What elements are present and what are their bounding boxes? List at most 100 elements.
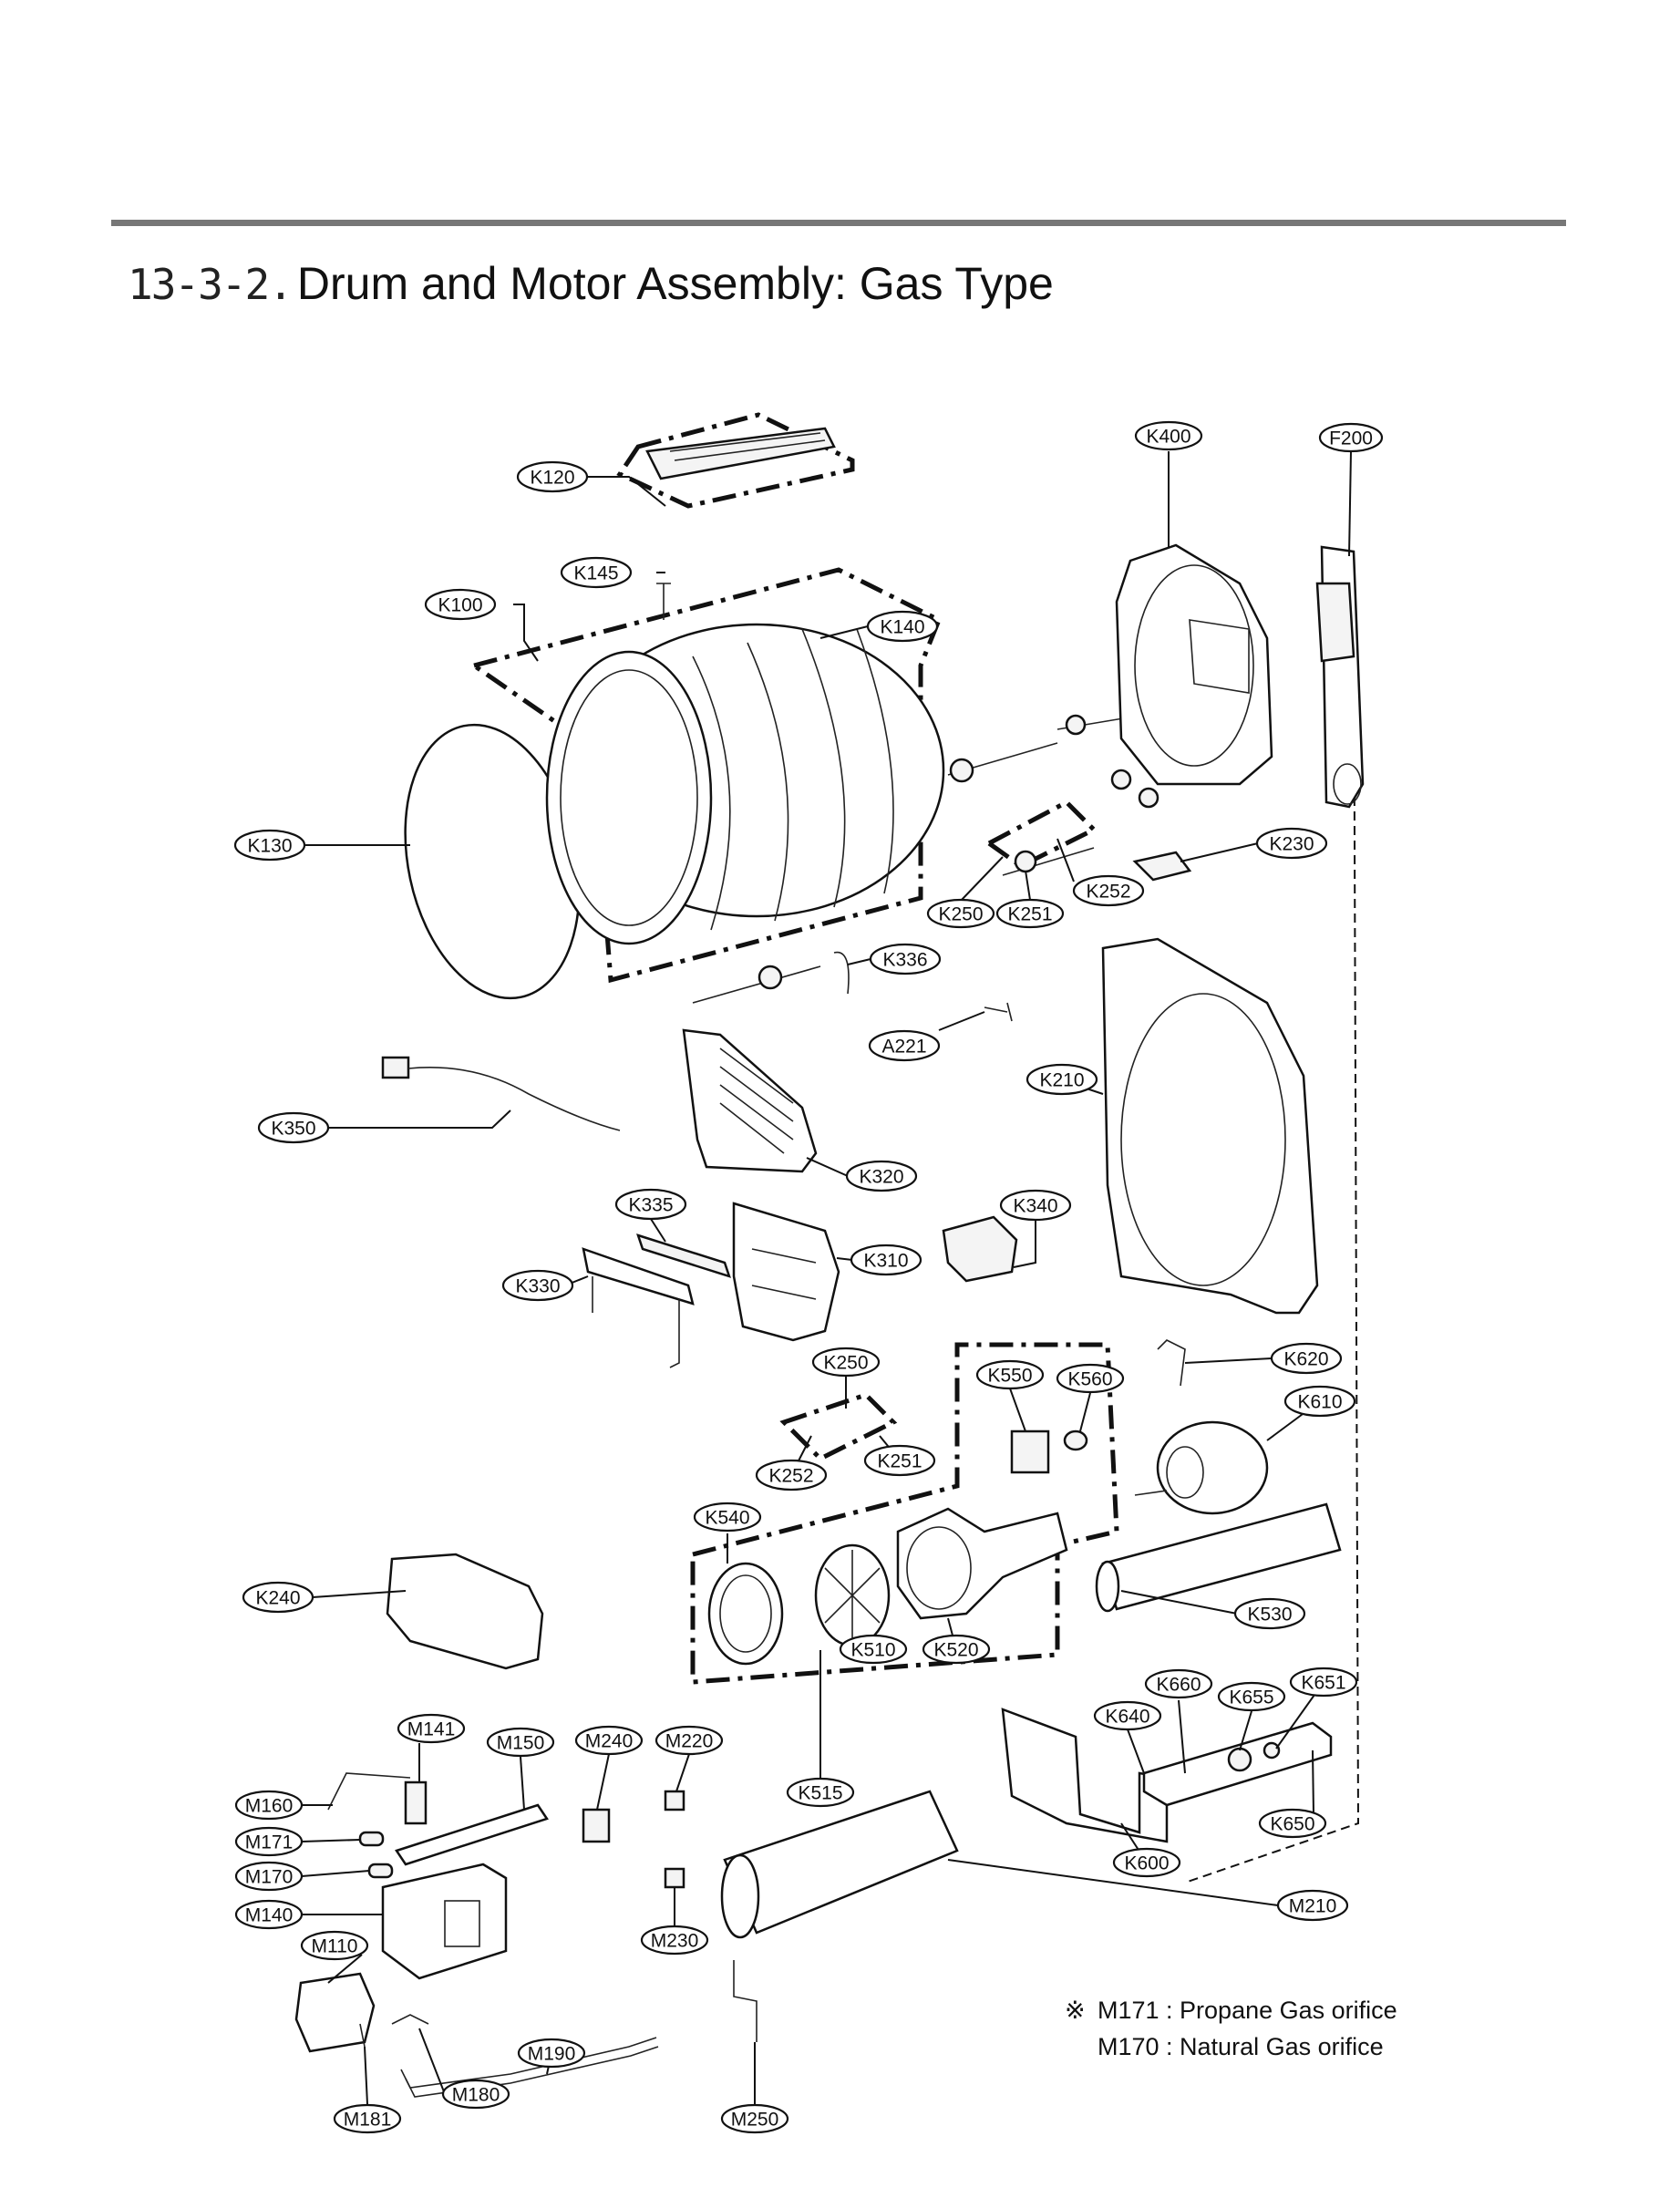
page-title: 13-3-2.Drum and Motor Assembly: Gas Type [128,257,1054,310]
note-symbol: ※ [1065,1997,1086,2024]
callout-k550: K550 [975,1359,1045,1390]
svg-text:M230: M230 [651,1931,699,1952]
harness-path [1184,592,1360,1884]
svg-text:K560: K560 [1067,1369,1112,1390]
callout-k560: K560 [1056,1363,1125,1394]
callout-k230: K230 [1255,827,1328,860]
svg-text:M150: M150 [497,1733,545,1754]
svg-text:M160: M160 [245,1796,294,1817]
svg-text:K330: K330 [515,1276,560,1297]
header-rule [111,220,1566,226]
k230-part [1132,851,1192,882]
svg-text:M141: M141 [407,1719,456,1740]
k120-part [645,427,836,480]
callout-m170: M170 [234,1861,304,1892]
svg-text:M220: M220 [665,1731,714,1752]
svg-text:K655: K655 [1229,1687,1273,1708]
svg-text:K540: K540 [705,1508,749,1529]
m180-part [391,2014,429,2025]
callout-m210: M210 [1276,1889,1349,1922]
k350-part [407,1067,621,1131]
callout-k252-upper: K252 [1072,874,1145,907]
callout-k310: K310 [850,1244,922,1276]
svg-text:M250: M250 [731,2110,779,2131]
svg-text:K530: K530 [1247,1605,1292,1626]
svg-text:M171: M171 [245,1832,294,1853]
callout-k210: K210 [1026,1063,1098,1096]
m150-part [395,1803,549,1866]
k651-part [1263,1741,1281,1760]
svg-text:K210: K210 [1039,1070,1084,1091]
callout-k251-upper: K251 [995,898,1065,929]
m210-part [723,1790,959,1935]
section-title: Drum and Motor Assembly: Gas Type [296,258,1054,309]
k335-part [636,1233,731,1278]
callout-k651: K651 [1289,1667,1358,1698]
callout-m150: M150 [486,1727,555,1758]
svg-text:K400: K400 [1146,427,1190,448]
svg-text:K250: K250 [938,904,983,925]
svg-text:M110: M110 [312,1936,358,1957]
svg-text:K336: K336 [882,950,927,971]
m141-part [404,1780,428,1825]
k120-group-outline [616,412,855,509]
svg-text:M180: M180 [452,2085,500,2106]
callout-k240: K240 [242,1581,314,1614]
svg-text:K240: K240 [255,1588,300,1609]
callout-k145: K145 [560,556,633,589]
m170-part [367,1863,394,1879]
callout-f200: F200 [1318,422,1384,453]
svg-text:K100: K100 [438,595,482,616]
svg-text:K520: K520 [933,1640,978,1661]
svg-text:M181: M181 [344,2110,392,2131]
callout-k400: K400 [1134,420,1203,451]
svg-text:M240: M240 [585,1731,634,1752]
callout-k130: K130 [233,829,306,862]
k100-drum-front [545,650,713,945]
callout-k540: K540 [693,1502,762,1533]
callout-k330: K330 [501,1269,574,1302]
m250-part [733,1960,758,2042]
svg-text:K510: K510 [850,1640,895,1661]
m171-part [358,1831,385,1847]
svg-text:K145: K145 [573,563,618,584]
svg-text:M190: M190 [528,2044,576,2065]
m160-part [327,1772,411,1811]
svg-text:K660: K660 [1156,1675,1201,1696]
svg-text:K320: K320 [859,1167,903,1188]
svg-text:K550: K550 [987,1366,1032,1387]
callout-k520: K520 [922,1634,991,1665]
callout-k530: K530 [1233,1597,1306,1630]
svg-text:K120: K120 [530,468,574,489]
svg-text:K250: K250 [823,1353,868,1374]
callout-k655: K655 [1217,1681,1286,1712]
svg-text:K600: K600 [1124,1853,1169,1874]
parts [294,427,1365,2098]
svg-text:K335: K335 [628,1195,673,1216]
callout-k120: K120 [516,460,589,493]
blower-group-outline [690,1342,1119,1685]
svg-text:K340: K340 [1013,1196,1057,1217]
callout-m190: M190 [517,2038,586,2069]
svg-text:F200: F200 [1329,428,1373,449]
callout-k650: K650 [1258,1808,1327,1839]
callout-labels: K120 K145 K100 K140 K130 K400 F200 K230 … [233,420,1384,2134]
callout-k320: K320 [845,1160,918,1192]
callout-k350: K350 [257,1111,330,1144]
callout-m181: M181 [333,2103,402,2134]
callout-m220: M220 [654,1725,724,1756]
callout-k250-lower: K250 [811,1347,881,1378]
k250-lower-group-outline [779,1392,898,1462]
svg-text:K251: K251 [877,1451,922,1472]
m240-part [582,1808,611,1843]
svg-text:K252: K252 [1086,882,1130,903]
k600-part [1001,1708,1169,1843]
callout-k252-lower: K252 [755,1459,828,1491]
k330-part [582,1247,695,1306]
k560-part [1063,1429,1088,1451]
k240-part [386,1553,544,1670]
k145-part [656,583,671,620]
k520-part [896,1507,1068,1620]
k540-part [707,1562,784,1666]
callout-k600: K600 [1112,1847,1181,1878]
